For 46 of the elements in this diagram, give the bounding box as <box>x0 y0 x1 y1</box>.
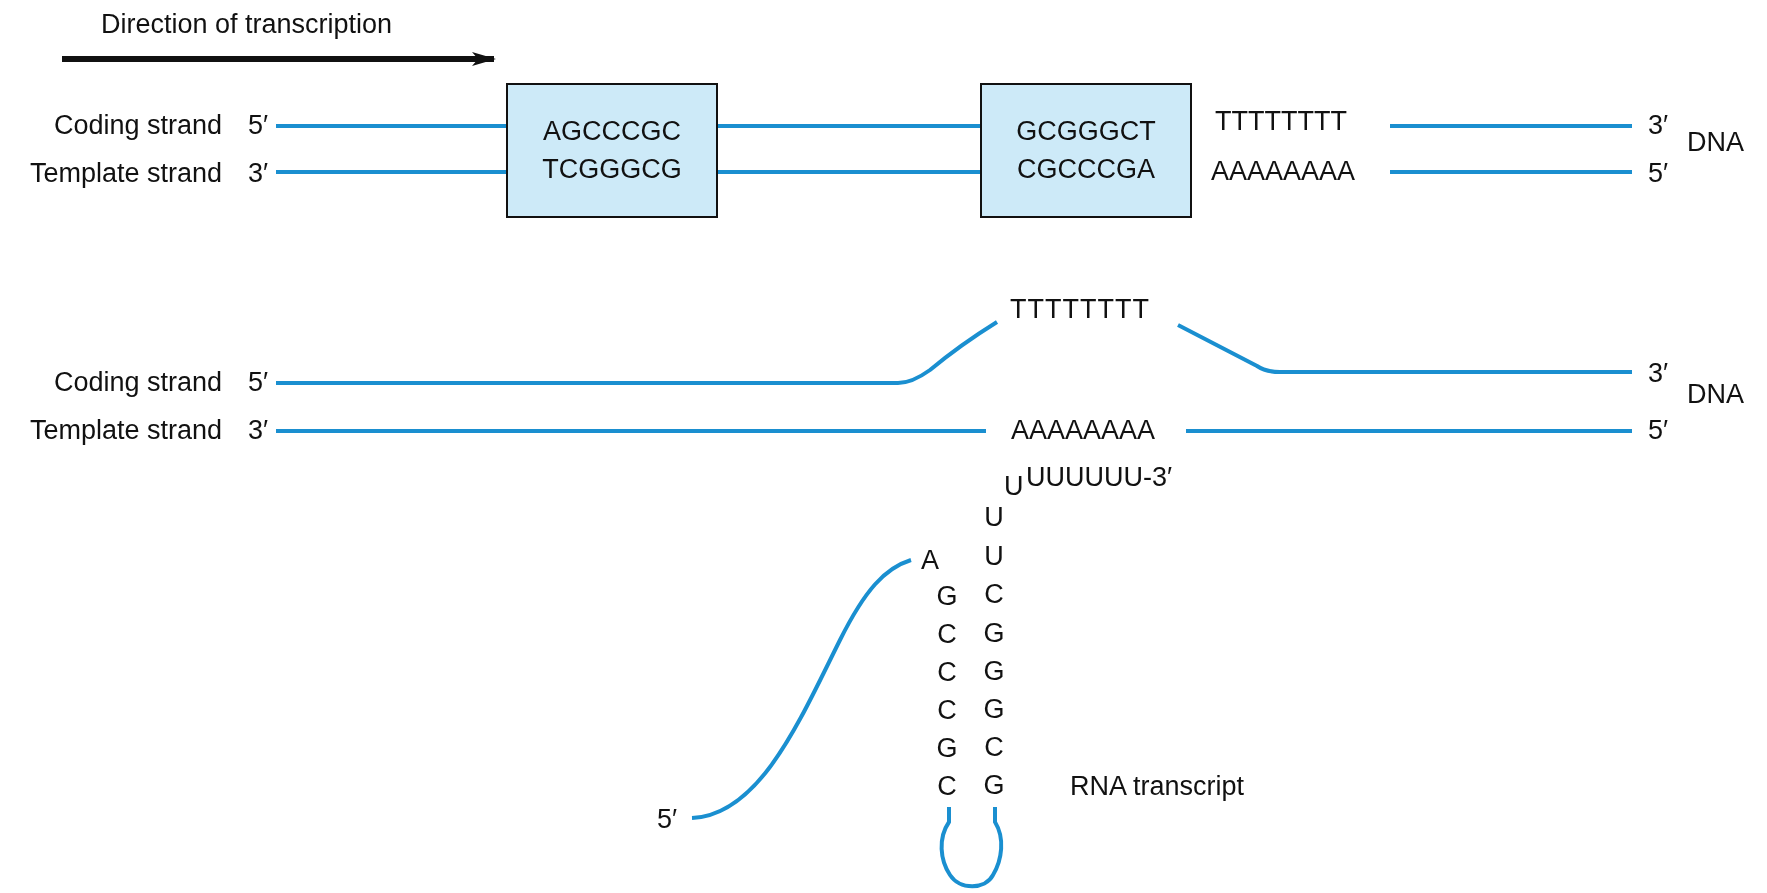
dna-strand <box>718 124 980 128</box>
base-letter: G <box>983 619 1005 649</box>
end-label: 5′ <box>657 805 678 835</box>
base-sequence: TTTTTTTT <box>1215 107 1347 137</box>
end-label: 5′ <box>248 111 269 141</box>
base-letter: C <box>984 733 1004 763</box>
end-label: 3′ <box>248 159 269 189</box>
base-letter: G <box>983 771 1005 801</box>
base-letter: G <box>983 695 1005 725</box>
base-sequence: TTTTTTTT <box>1010 295 1150 325</box>
molecule-label: DNA <box>1687 128 1744 158</box>
heading-text: Direction of transcription <box>101 10 393 40</box>
base-sequence: AAAAAAAA <box>1011 416 1156 446</box>
base-letter: C <box>937 696 957 726</box>
sequence-box <box>980 83 1192 218</box>
end-label: 3′ <box>248 416 269 446</box>
molecule-label: RNA transcript <box>1070 772 1245 802</box>
end-label: 5′ <box>248 368 269 398</box>
base-letter: U <box>984 542 1004 572</box>
strand-label: Template strand <box>29 159 222 189</box>
base-letter: U <box>984 503 1004 533</box>
base-sequence: GCGGGCT <box>1016 114 1156 148</box>
strand-label: Coding strand <box>53 368 222 398</box>
base-letter: G <box>936 582 958 612</box>
base-letter: C <box>984 580 1004 610</box>
base-sequence: AAAAAAAA <box>1211 157 1356 187</box>
strand-label: Coding strand <box>53 111 222 141</box>
end-label: 5′ <box>1648 159 1669 189</box>
end-label: 5′ <box>1648 416 1669 446</box>
base-letter: G <box>936 734 958 764</box>
base-letter: C <box>937 772 957 802</box>
base-sequence: TCGGGCG <box>542 152 682 186</box>
base-sequence: UUUUUU-3′ <box>1026 463 1173 493</box>
base-sequence: AGCCCGC <box>543 114 681 148</box>
base-letter: C <box>937 658 957 688</box>
end-label: 3′ <box>1648 111 1669 141</box>
strand-label: Template strand <box>29 416 222 446</box>
dna-strand <box>718 170 980 174</box>
sequence-box <box>506 83 718 218</box>
base-letter: G <box>983 657 1005 687</box>
base-letter: U <box>1004 472 1024 502</box>
base-letter: A <box>921 546 939 576</box>
base-letter: C <box>937 620 957 650</box>
molecule-label: DNA <box>1687 380 1744 410</box>
base-sequence: CGCCCGA <box>1017 152 1155 186</box>
end-label: 3′ <box>1648 359 1669 389</box>
